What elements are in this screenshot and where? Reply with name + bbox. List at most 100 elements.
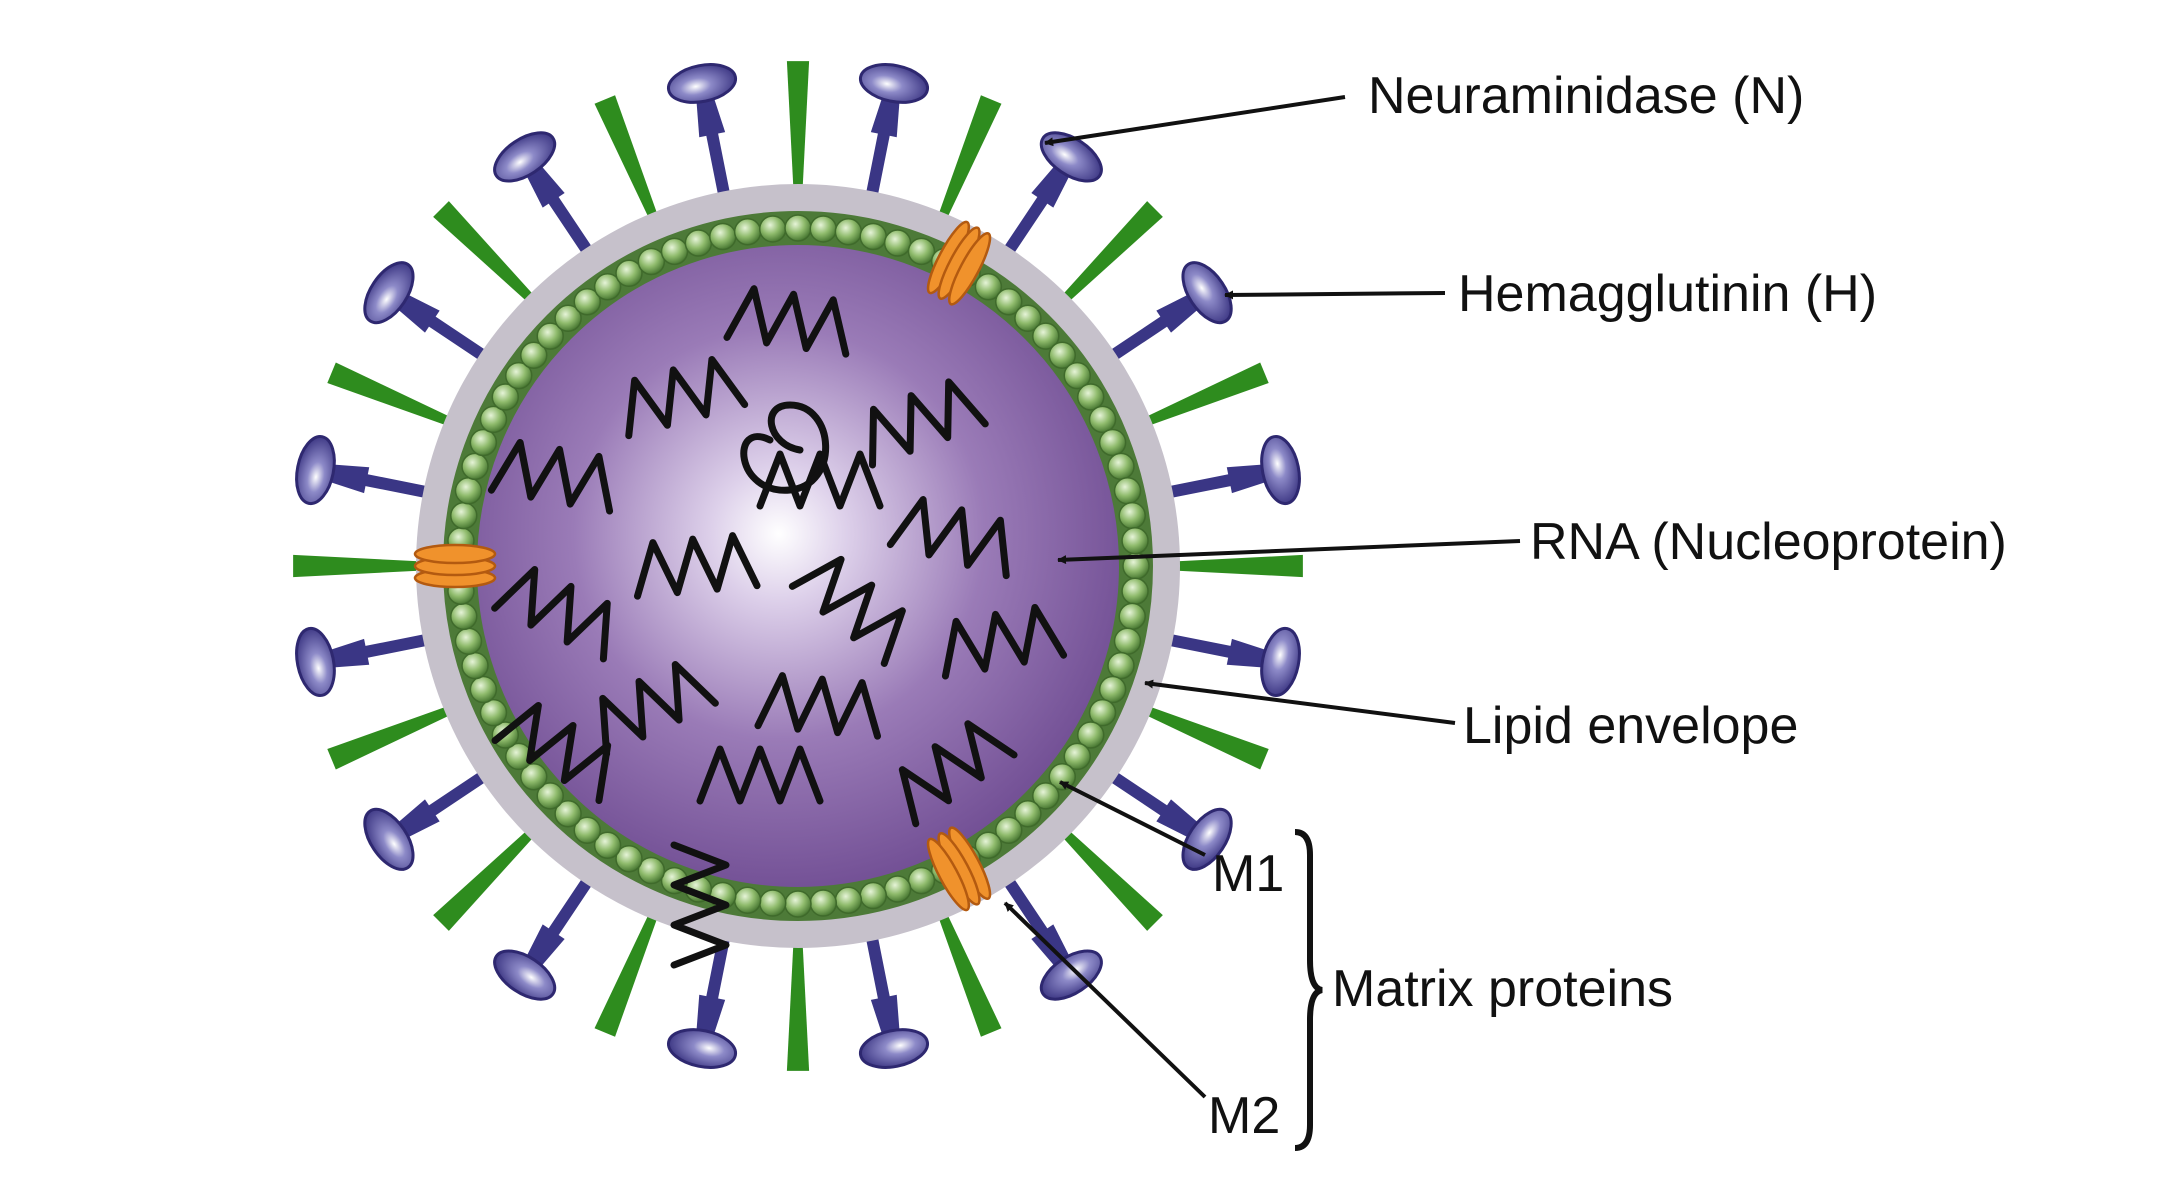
m1-bead [519, 762, 548, 791]
m2-ion-channels [413, 220, 992, 912]
m1-bead [1014, 800, 1042, 828]
m2-channel [926, 220, 992, 306]
m1-bead [1113, 477, 1142, 505]
m1-bead [1107, 651, 1135, 680]
m1-bead [637, 247, 666, 276]
neuraminidase-spike [363, 768, 493, 871]
matrix-proteins-bracket [1294, 829, 1323, 1151]
m1-bead [1118, 501, 1146, 530]
hemagglutinin-spike [327, 705, 454, 770]
hemagglutinin-spike [1059, 827, 1163, 931]
m1-bead [461, 452, 489, 481]
neuraminidase-spike [295, 434, 437, 506]
m1-bead [454, 627, 483, 655]
rna-segment [487, 438, 614, 515]
label-rna: RNA (Nucleoprotein) [1530, 513, 2007, 571]
rna-segment [625, 356, 749, 440]
viral-core [476, 244, 1120, 888]
m1-bead [1063, 361, 1092, 390]
m1-bead [1098, 675, 1127, 704]
neuraminidase-spike [858, 63, 930, 205]
rna-segment [491, 701, 612, 805]
rna-segment [754, 672, 882, 740]
m1-bead [1063, 742, 1092, 771]
surface-spikes [293, 61, 1303, 1071]
neuraminidase-spike [493, 871, 596, 1001]
m1-bead [1076, 383, 1105, 411]
m1-bead [883, 229, 912, 257]
hemagglutinin-spike [786, 61, 810, 192]
rna-segment [756, 450, 884, 510]
m1-bead [784, 214, 812, 242]
label-matrix-proteins: Matrix proteins [1332, 960, 1673, 1018]
label-m2: M2 [1208, 1087, 1281, 1145]
hemagglutinin-spike [1142, 362, 1269, 427]
rna-segment [869, 378, 989, 469]
rna-segment [670, 841, 730, 969]
hemagglutinin-spike [433, 201, 537, 305]
m1-bead [479, 405, 508, 434]
m1-bead [615, 844, 643, 873]
m1-bead [573, 287, 602, 316]
rna-segment [788, 555, 906, 667]
hemagglutinin-spike [327, 362, 454, 427]
neuraminidase-spike [1103, 768, 1233, 871]
m1-bead [1113, 627, 1142, 655]
m1-bead [733, 218, 762, 246]
arrow-m2 [1003, 901, 1207, 1099]
m2-channel [926, 826, 992, 912]
neuraminidase-spike [1159, 434, 1301, 506]
m1-bead [461, 651, 489, 680]
label-m1: M1 [1212, 845, 1285, 903]
m1-bead [1088, 698, 1117, 727]
m1-bead [504, 361, 533, 390]
m1-bead [1014, 304, 1042, 332]
m1-bead [1121, 577, 1149, 606]
m1-bead [536, 782, 564, 810]
m1-bead [834, 218, 863, 246]
m1-bead [733, 886, 762, 914]
m1-bead [554, 800, 582, 828]
label-lipid-envelope: Lipid envelope [1463, 697, 1799, 755]
m1-bead [479, 698, 508, 727]
rna-segment [723, 285, 850, 358]
rna-segment [599, 661, 719, 758]
m1-bead [1098, 428, 1127, 457]
m1-bead [859, 881, 887, 910]
m1-bead [450, 602, 478, 631]
m1-bead [1088, 405, 1117, 434]
m1-bead [615, 259, 643, 288]
m1-bead [907, 866, 936, 895]
m1-bead [809, 215, 838, 243]
m1-bead [491, 383, 520, 411]
m1-bead [834, 886, 863, 914]
m1-bead [469, 428, 498, 457]
hemagglutinin-spike [433, 827, 537, 931]
neuraminidase-spike [295, 626, 437, 698]
m1-bead [1107, 452, 1135, 481]
arrow-lipid-envelope [1144, 679, 1456, 725]
m1-bead [1121, 526, 1149, 555]
m1-bead [660, 237, 689, 266]
m1-bead [573, 816, 602, 845]
label-hemagglutinin: Hemagglutinin (H) [1458, 265, 1878, 323]
m1-bead [554, 304, 582, 332]
m1-bead [974, 272, 1003, 301]
m1-bead [469, 675, 498, 704]
rna-segment [633, 532, 761, 600]
hemagglutinin-spike [293, 554, 424, 578]
m1-bead [593, 272, 622, 301]
m1-bead [450, 501, 478, 530]
hemagglutinin-spike [1172, 554, 1303, 578]
m1-bead [1032, 782, 1060, 810]
m1-bead [859, 222, 887, 251]
m1-bead [454, 477, 483, 505]
hemagglutinin-spike [1142, 705, 1269, 770]
neuraminidase-spike [1159, 626, 1301, 698]
m1-bead [994, 816, 1023, 845]
m1-bead [1048, 341, 1077, 370]
hemagglutinin-spike [937, 95, 1002, 222]
hemagglutinin-spike [1059, 201, 1163, 305]
rna-segment [941, 603, 1068, 680]
